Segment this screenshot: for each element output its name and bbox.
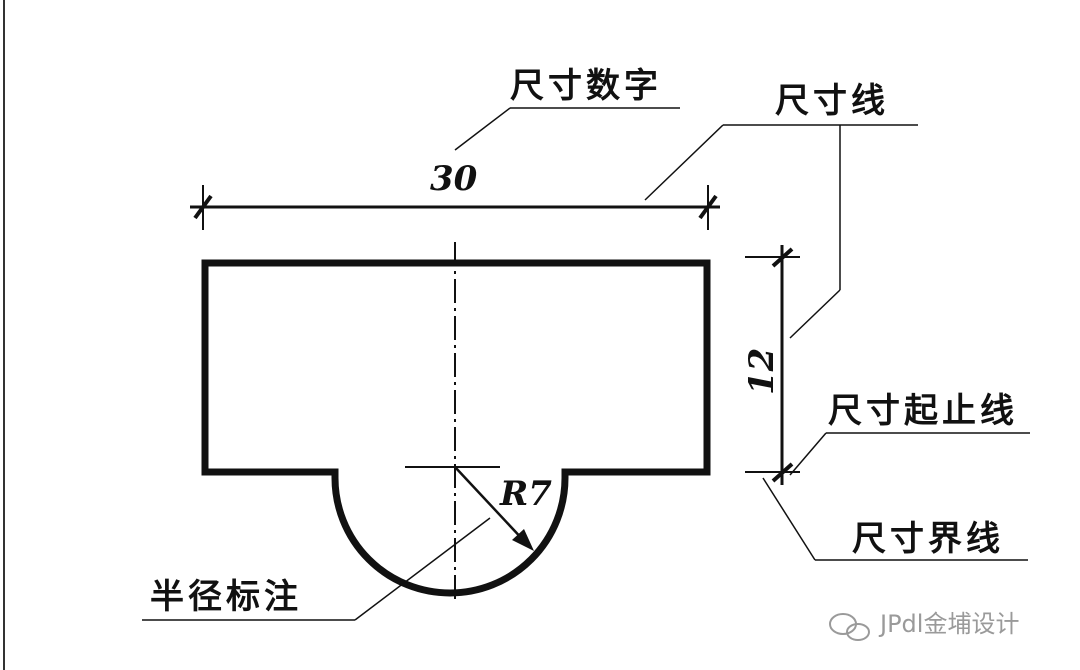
label-dimension-terminator: 尺寸起止线 [828, 391, 1018, 431]
terminator-tick [193, 194, 213, 220]
terminator-tick [771, 247, 794, 268]
wechat-icon [829, 613, 870, 641]
terminator-tick [771, 462, 794, 483]
leader-dimension-line-right-diag [789, 289, 841, 339]
radius-number: R7 [499, 474, 552, 514]
radius-arrowhead [512, 529, 534, 551]
radius-line [454, 466, 527, 544]
watermark: JPdl金埔设计 [829, 610, 1019, 641]
leader-extension [762, 477, 816, 561]
leader-dimension-line [644, 124, 724, 201]
leader-terminator [789, 432, 827, 476]
label-dimension-number: 尺寸数字 [510, 66, 662, 106]
label-extension-line: 尺寸界线 [852, 519, 1004, 559]
terminator-tick [698, 194, 718, 220]
dimension-number-width: 30 [430, 159, 478, 199]
leader-dimension-number [454, 107, 511, 151]
dimension-number-height: 12 [742, 348, 782, 395]
watermark-text: JPdl金埔设计 [878, 610, 1019, 638]
label-dimension-line: 尺寸线 [775, 81, 889, 121]
leader-radius [354, 517, 491, 621]
label-radius-annotation: 半径标注 [150, 577, 302, 617]
